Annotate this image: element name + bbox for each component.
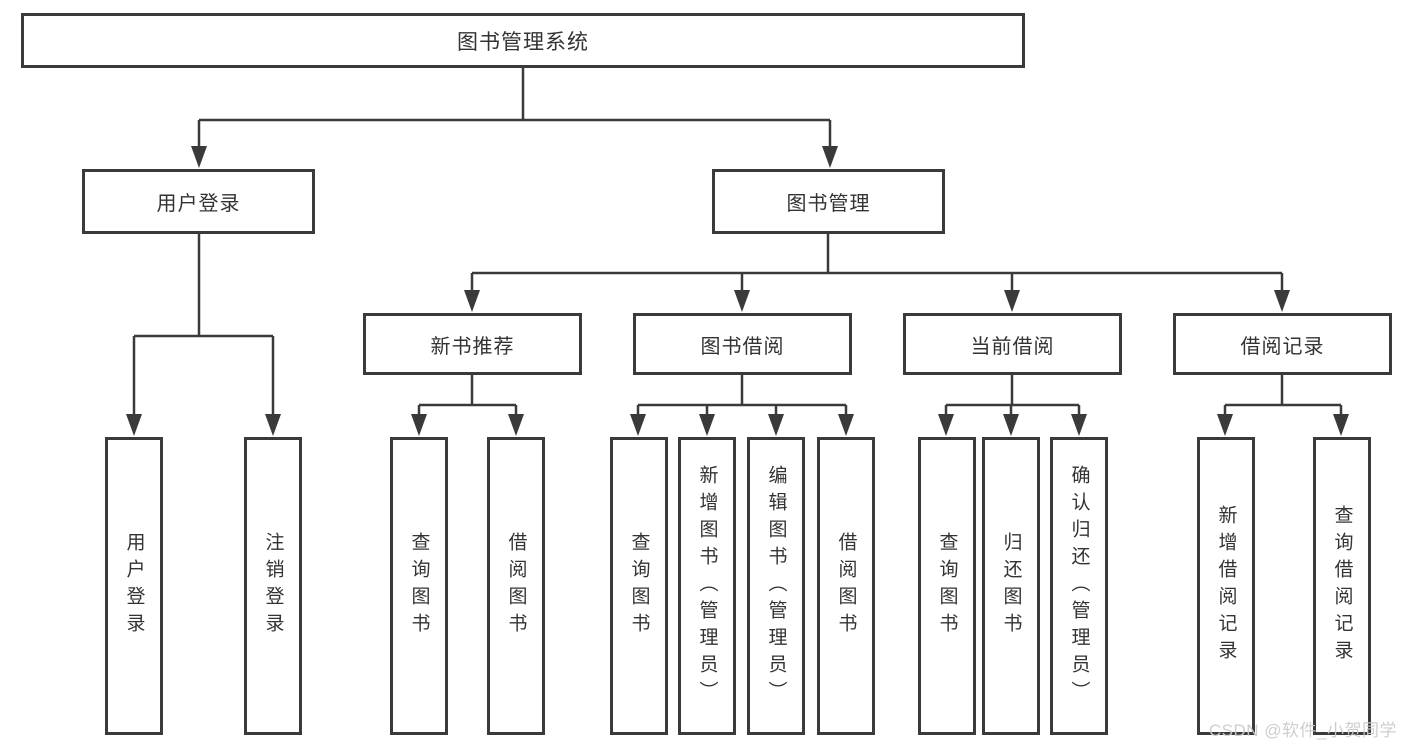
- node-library-management-system: 图书管理系统: [21, 13, 1025, 68]
- connector-user-login-to-leaves: [126, 234, 281, 436]
- leaf-query-books-borrow: 查询图书: [610, 437, 668, 735]
- leaf-query-borrow-record: 查询借阅记录: [1313, 437, 1371, 735]
- leaf-query-books-current-label: 查询图书: [936, 532, 958, 640]
- leaf-confirm-return-admin-label: 确认归还（管理员）: [1068, 464, 1090, 708]
- connector-new-book-to-leaves: [411, 375, 524, 436]
- node-current-borrow: 当前借阅: [903, 313, 1122, 375]
- leaf-borrow-books-borrow-label: 借阅图书: [835, 532, 857, 640]
- connector-borrow-record-to-leaves: [1217, 375, 1349, 436]
- leaf-add-borrow-record-label: 新增借阅记录: [1215, 505, 1237, 667]
- leaf-user-login-label: 用户登录: [123, 532, 145, 640]
- leaf-return-books: 归还图书: [982, 437, 1040, 735]
- node-borrow-records: 借阅记录: [1173, 313, 1392, 375]
- leaf-query-books-recommend-label: 查询图书: [408, 532, 430, 640]
- node-book-borrow: 图书借阅: [633, 313, 852, 375]
- leaf-query-books-recommend: 查询图书: [390, 437, 448, 735]
- leaf-query-borrow-record-label: 查询借阅记录: [1331, 505, 1353, 667]
- leaf-borrow-books-recommend-label: 借阅图书: [505, 532, 527, 640]
- leaf-add-borrow-record: 新增借阅记录: [1197, 437, 1255, 735]
- node-book-management: 图书管理: [712, 169, 945, 234]
- leaf-logout: 注销登录: [244, 437, 302, 735]
- connector-root-to-level2: [191, 68, 838, 168]
- leaf-edit-books-admin-label: 编辑图书（管理员）: [765, 464, 787, 708]
- connector-book-management-to-level3: [464, 234, 1290, 312]
- leaf-add-books-admin: 新增图书（管理员）: [678, 437, 736, 735]
- connector-book-borrow-to-leaves: [630, 375, 854, 436]
- csdn-watermark: CSDN @软件_小贺同学: [1208, 721, 1397, 740]
- leaf-logout-label: 注销登录: [262, 532, 284, 640]
- node-user-login: 用户登录: [82, 169, 315, 234]
- leaf-user-login: 用户登录: [105, 437, 163, 735]
- leaf-query-books-borrow-label: 查询图书: [628, 532, 650, 640]
- leaf-add-books-admin-label: 新增图书（管理员）: [696, 464, 718, 708]
- leaf-query-books-current: 查询图书: [918, 437, 976, 735]
- leaf-borrow-books-borrow: 借阅图书: [817, 437, 875, 735]
- leaf-borrow-books-recommend: 借阅图书: [487, 437, 545, 735]
- node-new-book-recommend: 新书推荐: [363, 313, 582, 375]
- leaf-edit-books-admin: 编辑图书（管理员）: [747, 437, 805, 735]
- connector-current-borrow-to-leaves: [938, 375, 1087, 436]
- leaf-confirm-return-admin: 确认归还（管理员）: [1050, 437, 1108, 735]
- leaf-return-books-label: 归还图书: [1000, 532, 1022, 640]
